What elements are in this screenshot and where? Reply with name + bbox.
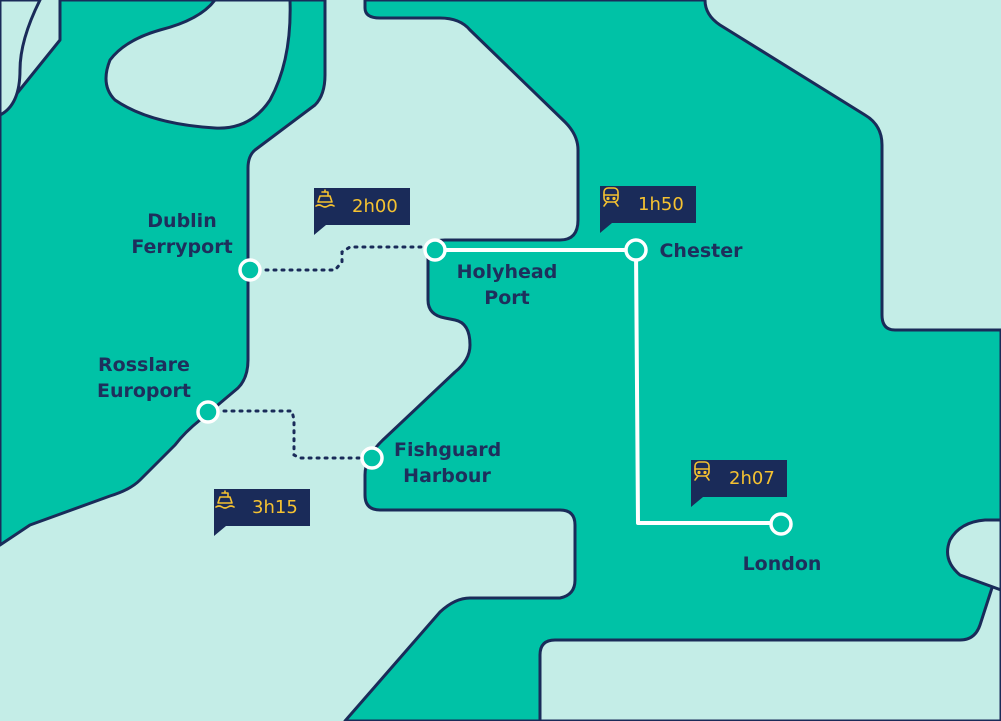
label-holyhead: Holyhead Port <box>452 259 562 311</box>
badge-holyhead-chester: 1h50 <box>600 186 696 233</box>
britain-landmass <box>343 0 1001 721</box>
east-sea <box>946 518 1001 592</box>
badge-chester-london: 2h07 <box>691 460 787 507</box>
label-dublin-line1: Dublin <box>147 210 217 232</box>
ferry-icon <box>215 490 246 519</box>
ferry-route-rosslare-fishguard <box>206 409 374 460</box>
label-london-line1: London <box>742 553 822 575</box>
label-rosslare-line2: Europort <box>96 380 192 402</box>
label-rosslare: Rosslare Europort <box>96 352 192 404</box>
duration-holyhead-chester: 1h50 <box>638 194 684 215</box>
station-chester[interactable] <box>624 238 648 262</box>
station-rosslare[interactable] <box>196 400 220 424</box>
channel-sea <box>538 558 1001 721</box>
ferry-route-dublin-holyhead <box>248 245 437 272</box>
duration-dublin-holyhead: 2h00 <box>352 196 398 217</box>
label-chester: Chester <box>656 238 746 264</box>
label-fishguard-line1: Fishguard <box>394 439 502 461</box>
label-dublin: Dublin Ferryport <box>130 208 234 260</box>
station-dublin[interactable] <box>238 258 262 282</box>
label-fishguard: Fishguard Harbour <box>394 437 502 489</box>
label-holyhead-line2: Port <box>484 287 530 309</box>
ireland-inlet <box>104 0 292 130</box>
station-holyhead[interactable] <box>423 238 447 262</box>
badge-rosslare-fishguard: 3h15 <box>214 489 310 536</box>
label-dublin-line2: Ferryport <box>131 236 233 258</box>
ireland-landmass <box>0 0 327 547</box>
train-route-chester-london <box>634 249 781 525</box>
label-holyhead-line1: Holyhead <box>456 261 558 283</box>
label-chester-line1: Chester <box>659 240 743 262</box>
station-fishguard[interactable] <box>360 446 384 470</box>
ferry-icon <box>315 189 346 218</box>
duration-rosslare-fishguard: 3h15 <box>252 497 298 518</box>
train-icon <box>694 461 723 490</box>
label-rosslare-line1: Rosslare <box>98 354 190 376</box>
train-icon <box>603 187 632 216</box>
label-london: London <box>736 551 828 577</box>
badge-dublin-holyhead: 2h00 <box>314 188 410 235</box>
station-london[interactable] <box>769 512 793 536</box>
duration-chester-london: 2h07 <box>729 468 775 489</box>
label-fishguard-line2: Harbour <box>403 465 491 487</box>
northern-bay <box>0 0 42 117</box>
